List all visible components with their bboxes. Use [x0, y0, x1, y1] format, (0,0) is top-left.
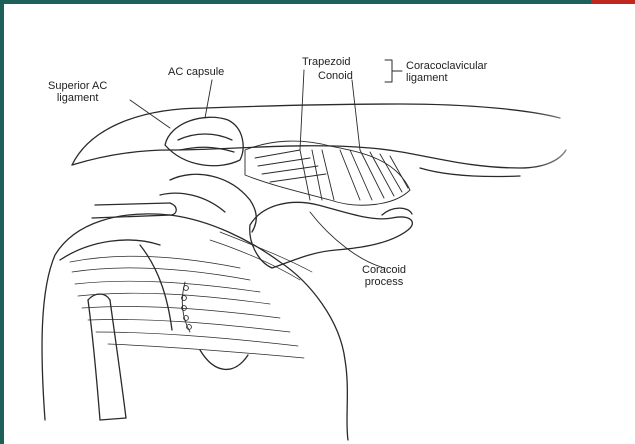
slide-right-fade — [525, 4, 635, 444]
label-coracoid-line2: process — [362, 276, 406, 288]
label-coracoclavicular-line2: ligament — [406, 72, 487, 84]
biceps-tendon — [88, 203, 176, 420]
label-superior-ac-ligament: Superior AC ligament — [48, 80, 107, 104]
label-coracoid-process: Coracoid process — [362, 264, 406, 288]
label-bracket — [385, 60, 402, 82]
suture-line — [182, 282, 192, 332]
ac-capsule — [165, 117, 243, 165]
label-coracoclavicular-line1: Coracoclavicular — [406, 60, 487, 72]
label-trapezoid: Trapezoid — [302, 56, 351, 68]
rotator-cuff-fibres — [70, 232, 312, 358]
coracoclavicular-ligament — [245, 141, 410, 205]
humeral-head — [42, 214, 348, 440]
leader-lines — [130, 70, 385, 268]
label-superior-ac-line2: ligament — [48, 92, 107, 104]
label-coracoid-line1: Coracoid — [362, 264, 406, 276]
label-coracoclavicular-ligament: Coracoclavicular ligament — [406, 60, 487, 84]
label-ac-capsule: AC capsule — [168, 66, 224, 78]
label-superior-ac-line1: Superior AC — [48, 80, 107, 92]
clavicle — [72, 104, 566, 177]
label-conoid: Conoid — [318, 70, 353, 82]
